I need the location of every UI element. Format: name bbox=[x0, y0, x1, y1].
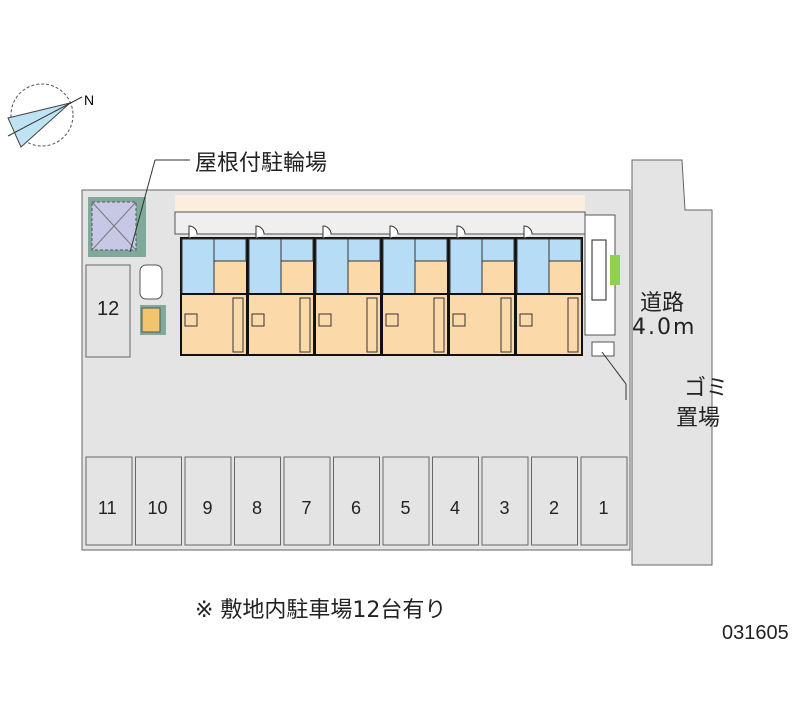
unit bbox=[180, 225, 248, 356]
parking-space bbox=[580, 456, 628, 546]
north-label: N bbox=[84, 92, 94, 108]
parking-space bbox=[382, 456, 430, 546]
building bbox=[180, 225, 583, 356]
parking-space bbox=[135, 456, 182, 546]
parking-space-label: 8 bbox=[252, 498, 263, 518]
parking-space-label: 6 bbox=[351, 498, 362, 518]
plant bbox=[610, 255, 620, 285]
garbage-area bbox=[591, 341, 615, 357]
parking-space-label: 2 bbox=[549, 498, 560, 518]
parking-space bbox=[481, 456, 529, 546]
parking-space bbox=[234, 456, 281, 546]
garbage-label-2: 置場 bbox=[676, 406, 721, 431]
unit bbox=[314, 225, 382, 356]
parking-space bbox=[531, 456, 578, 546]
property-code: 031605 bbox=[722, 622, 789, 644]
parking-space bbox=[283, 456, 331, 546]
bike-shelter bbox=[88, 197, 146, 257]
parking-note: ※ 敷地内駐車場12台有り bbox=[195, 598, 447, 623]
parking-space bbox=[184, 456, 232, 546]
parking-space-12 bbox=[85, 264, 131, 358]
parking-label-12: 12 bbox=[97, 298, 120, 320]
unit bbox=[381, 225, 449, 356]
unit bbox=[448, 225, 516, 356]
parking-space bbox=[85, 456, 133, 546]
parking-space-label: 1 bbox=[598, 498, 609, 518]
unit bbox=[515, 225, 583, 356]
bike-shelter-label: 屋根付駐輪場 bbox=[195, 151, 328, 176]
parking-space-label: 11 bbox=[98, 498, 117, 518]
parking-space bbox=[432, 456, 479, 546]
parking-space bbox=[333, 456, 380, 546]
parking-space-label: 7 bbox=[301, 498, 312, 518]
parking-space-label: 3 bbox=[499, 498, 510, 518]
parking-space-label: 4 bbox=[450, 498, 461, 518]
parking-space-label: 5 bbox=[400, 498, 411, 518]
road-label: 道路 bbox=[640, 291, 685, 316]
road bbox=[631, 159, 713, 566]
compass-icon: N bbox=[7, 83, 94, 148]
unit bbox=[247, 225, 315, 356]
parking-row bbox=[85, 456, 628, 546]
garbage-label: ゴミ bbox=[684, 376, 729, 401]
road-width-label: 4.0m bbox=[632, 315, 697, 340]
parking-space-label: 9 bbox=[202, 498, 213, 518]
parking-space-label: 10 bbox=[147, 498, 168, 518]
